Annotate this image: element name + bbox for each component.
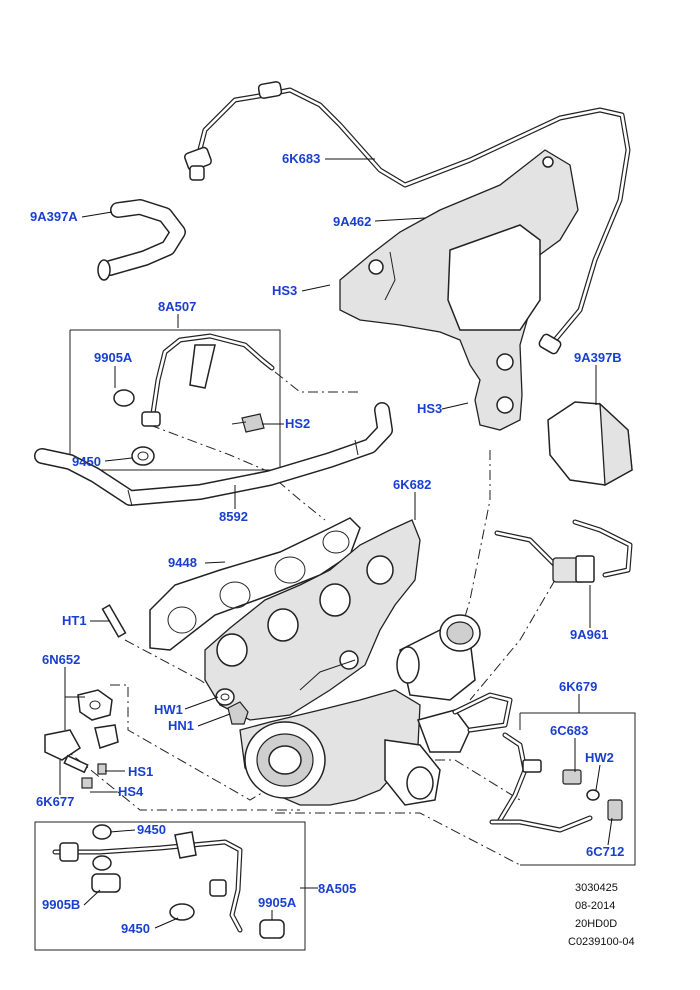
label-hw2: HW2 — [585, 750, 614, 765]
label-9450-top: 9450 — [72, 454, 101, 469]
label-9a961: 9A961 — [570, 627, 609, 642]
washer-hw1 — [215, 688, 235, 706]
label-8a505: 8A505 — [318, 881, 357, 896]
label-6k682: 6K682 — [393, 477, 432, 492]
stud-ht1 — [101, 604, 127, 638]
assembly-lines — [59, 371, 556, 866]
coolant-pipe-kit-6k679 — [489, 732, 623, 833]
exhaust-manifold-6k682 — [204, 519, 421, 721]
label-hs4: HS4 — [118, 784, 144, 799]
kit-box-8a505 — [34, 821, 306, 951]
label-hs3-mid: HS3 — [417, 401, 443, 416]
heat-shield-9a462 — [339, 149, 579, 431]
label-hs2: HS2 — [285, 416, 311, 431]
label-6k679: 6K679 — [559, 679, 598, 694]
drawing-date: 08-2014 — [575, 900, 616, 912]
label-hn1: HN1 — [168, 718, 195, 733]
solenoid-9a961 — [494, 519, 633, 583]
drawing-code-2: 20HD0D — [575, 918, 618, 930]
gasket-9448 — [149, 517, 361, 651]
label-hs1: HS1 — [128, 764, 154, 779]
oil-flange-6n652 — [77, 689, 119, 749]
drawing-code-1: 3030425 — [575, 882, 618, 894]
label-9a397a: 9A397A — [30, 209, 78, 224]
drawing-code-3: C0239100-04 — [568, 936, 635, 948]
label-6c683: 6C683 — [550, 723, 589, 738]
label-6k677: 6K677 — [36, 794, 75, 809]
turbocharger — [239, 614, 513, 806]
label-ht1: HT1 — [62, 613, 87, 628]
label-6n652: 6N652 — [42, 652, 81, 667]
label-8a507: 8A507 — [158, 299, 197, 314]
label-9905b: 9905B — [42, 897, 81, 912]
label-9905a-top: 9905A — [94, 350, 133, 365]
label-9905a-bottom: 9905A — [258, 895, 297, 910]
label-6c712: 6C712 — [586, 844, 625, 859]
coolant-pipe-8a505 — [52, 824, 285, 939]
label-hw1: HW1 — [154, 702, 183, 717]
label-9450-b: 9450 — [121, 921, 150, 936]
oil-connector-6k677 — [44, 729, 107, 789]
label-9a462: 9A462 — [333, 214, 372, 229]
oil-feed-pipe-6k683 — [184, 81, 631, 355]
nut-hn1 — [227, 701, 249, 725]
hose-9a397a — [97, 199, 186, 281]
label-8592: 8592 — [219, 509, 248, 524]
leader-lines — [59, 158, 613, 929]
label-9a397b: 9A397B — [574, 350, 622, 365]
kit-box-6k679 — [519, 712, 636, 866]
boot-9a397b — [547, 401, 633, 487]
label-hs3-top: HS3 — [272, 283, 298, 298]
label-9450-a: 9450 — [137, 822, 166, 837]
label-9448: 9448 — [168, 555, 197, 570]
label-6k683: 6K683 — [282, 151, 321, 166]
oil-return-pipe-8a507 — [113, 333, 275, 466]
